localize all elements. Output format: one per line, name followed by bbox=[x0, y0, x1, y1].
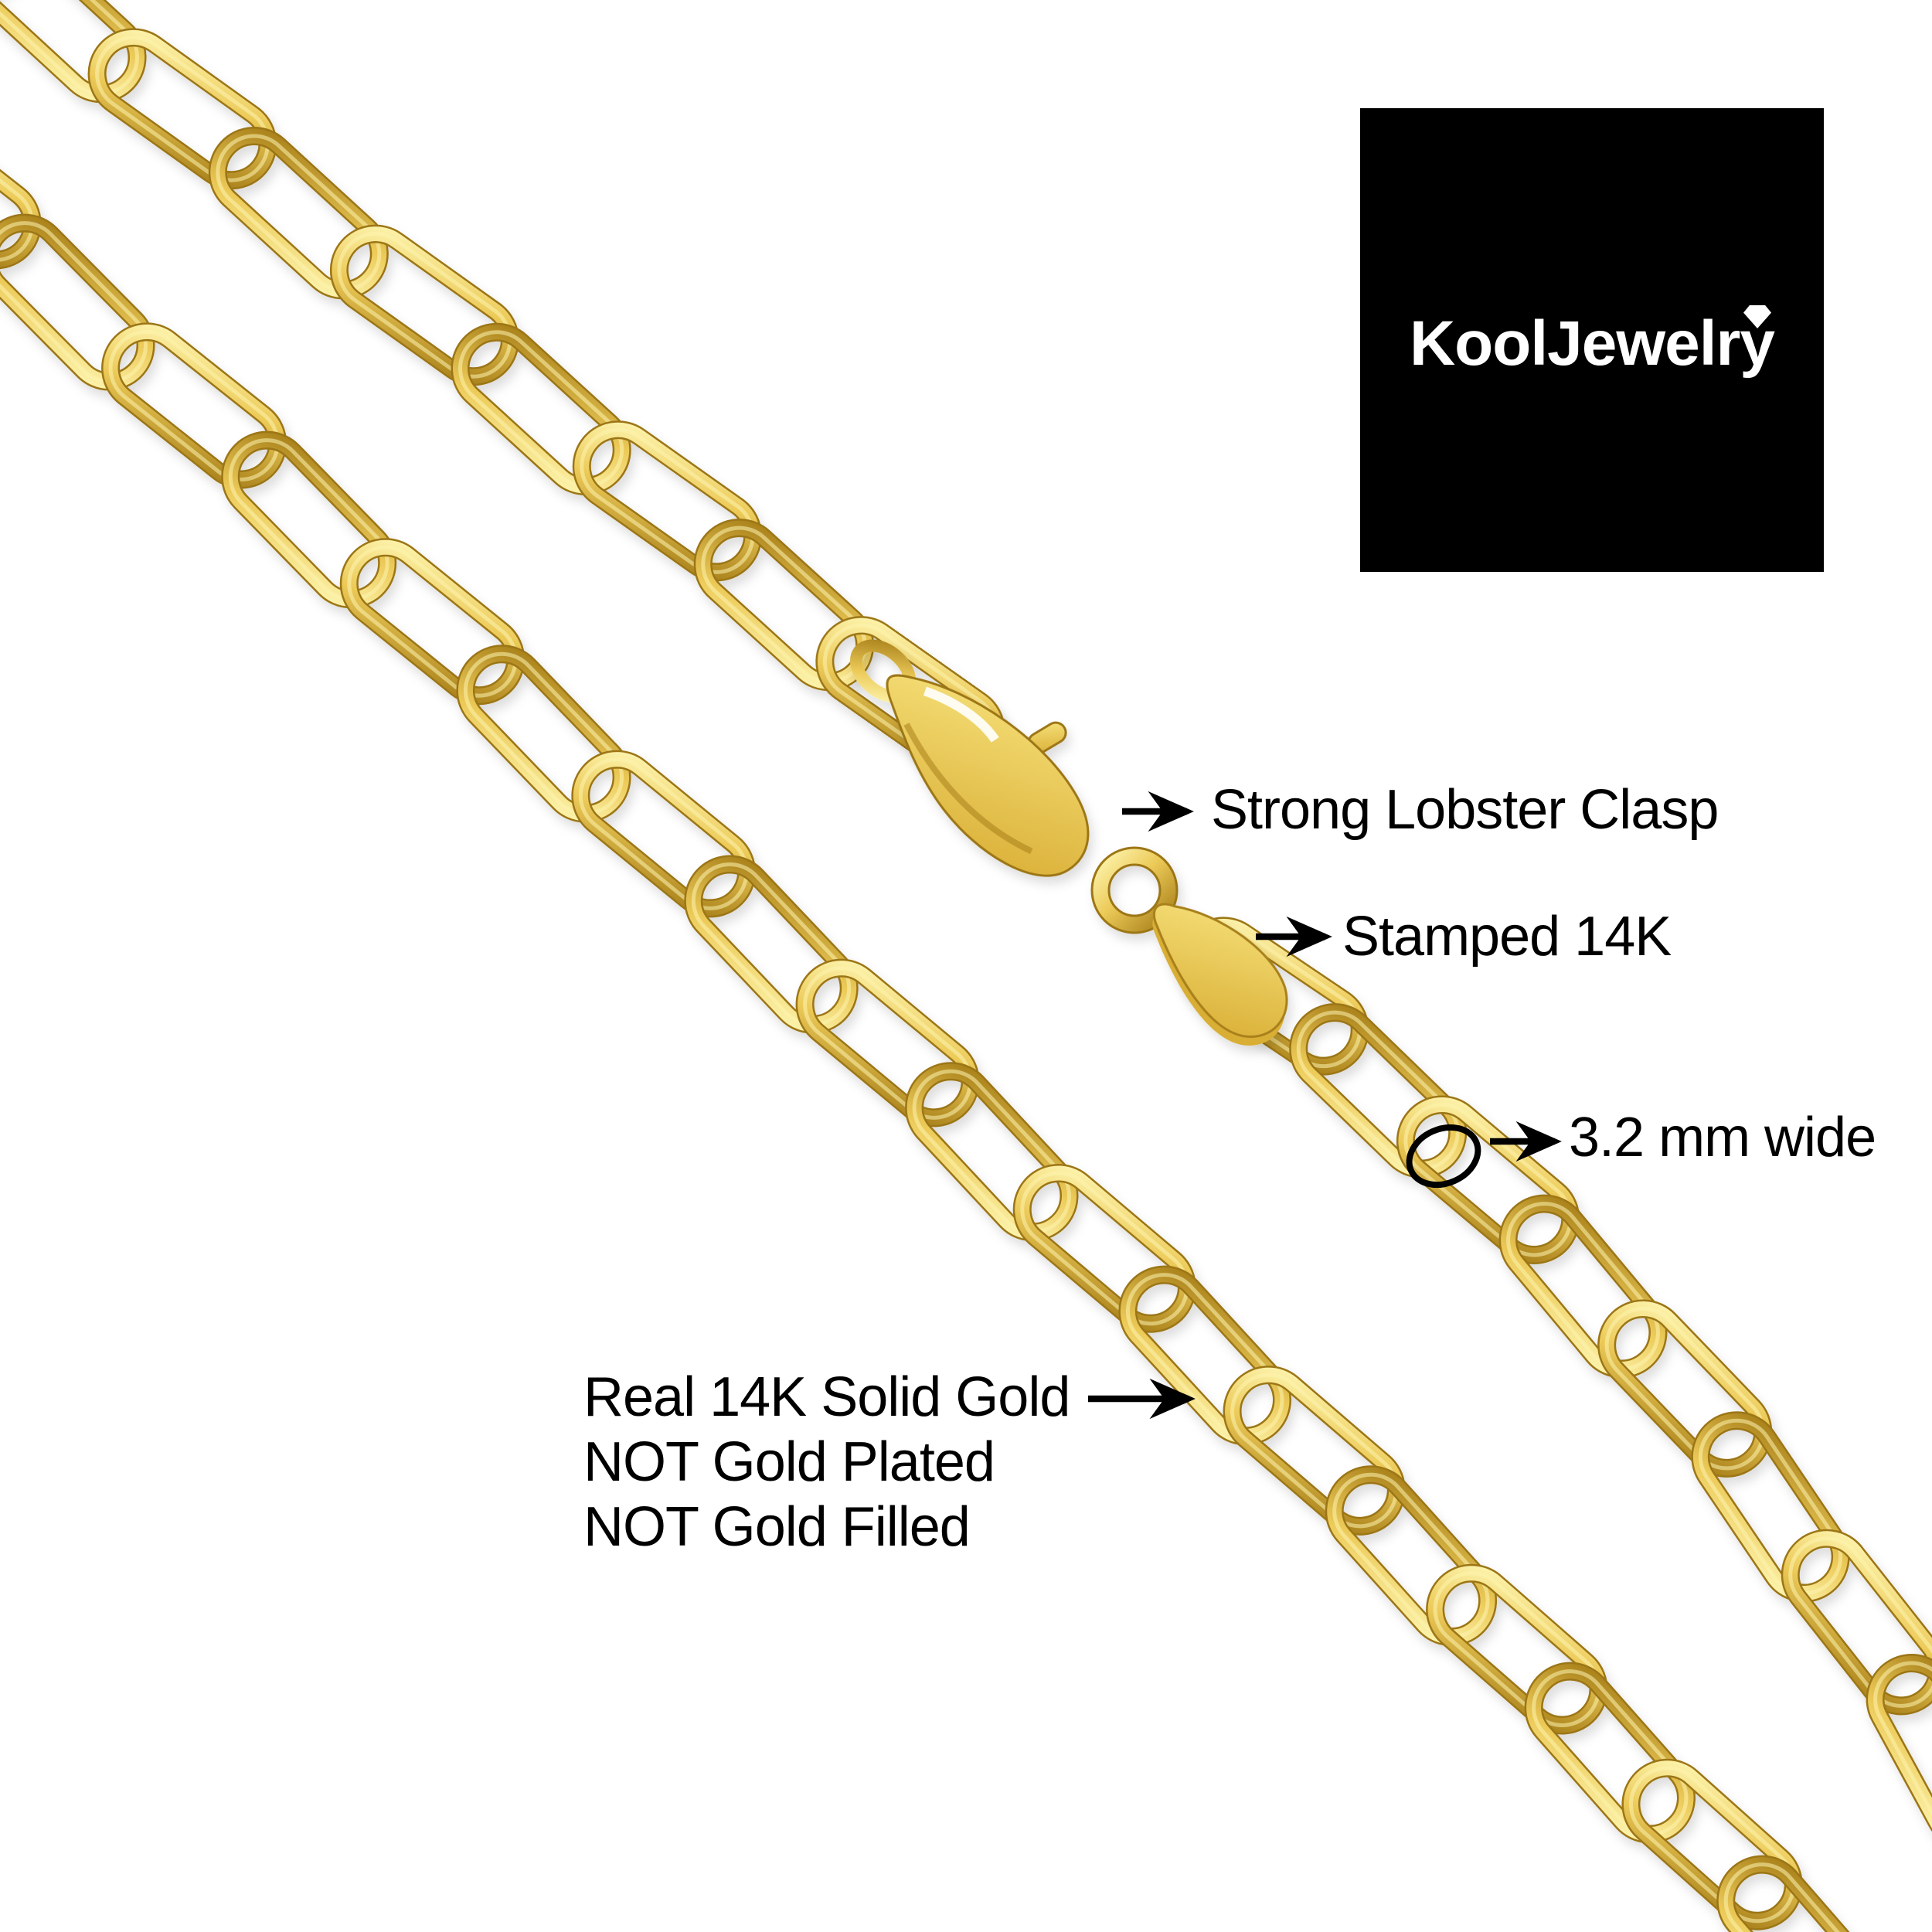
lobster-clasp bbox=[849, 639, 1090, 877]
brand-logo-wordmark: KoolJewelry bbox=[1409, 308, 1775, 379]
clasp-assembly bbox=[849, 639, 1288, 1046]
chain-lower-strand bbox=[0, 104, 1887, 1932]
stamp-tag bbox=[1152, 903, 1288, 1046]
annotation-marks bbox=[1088, 791, 1562, 1420]
brand-logo-box: KoolJewelry bbox=[1360, 108, 1824, 572]
chain-upper-strand bbox=[0, 0, 1005, 777]
chain-tail-strand bbox=[1178, 917, 1932, 1852]
label-stamped-14k: Stamped 14K bbox=[1342, 906, 1672, 968]
width-measure-ellipse bbox=[1406, 1124, 1481, 1189]
material-line-1: Real 14K Solid Gold bbox=[583, 1366, 1070, 1428]
brand-logo-text: KoolJewelry bbox=[1409, 299, 1775, 381]
label-strong-lobster-clasp: Strong Lobster Clasp bbox=[1211, 779, 1719, 841]
label-material-block: Real 14K Solid Gold NOT Gold Plated NOT … bbox=[583, 1365, 1070, 1560]
label-32mm-wide: 3.2 mm wide bbox=[1569, 1107, 1876, 1168]
material-line-2: NOT Gold Plated bbox=[583, 1431, 995, 1493]
material-line-3: NOT Gold Filled bbox=[583, 1496, 971, 1558]
